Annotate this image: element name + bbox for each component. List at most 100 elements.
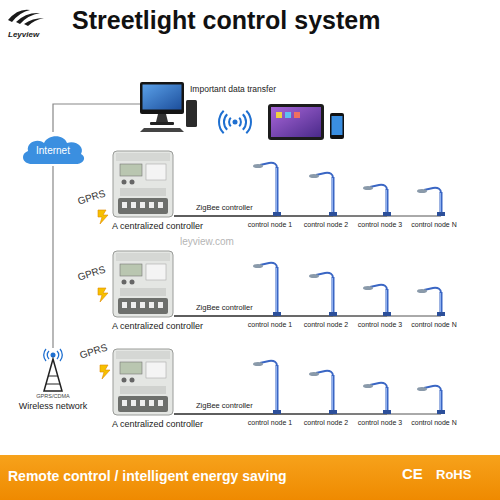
centralized-controller: A centralized controller <box>112 250 174 318</box>
gprs-label: GPRS <box>78 342 108 361</box>
graphic-part <box>332 177 335 216</box>
graphic-part <box>276 267 279 316</box>
node-caption: control node 1 <box>248 321 292 329</box>
graphic-part <box>116 153 170 161</box>
computer <box>140 82 197 132</box>
graphic-part <box>122 302 127 308</box>
controller-caption: A centralized controller <box>112 420 203 430</box>
graphic-part <box>98 288 108 302</box>
cloud-label: Internet <box>36 145 70 156</box>
graphic-part <box>122 280 127 285</box>
centralized-controller: A centralized controller <box>112 150 174 218</box>
graphic-part <box>120 288 166 296</box>
streetlight-node-shape <box>252 261 288 316</box>
graphic-part <box>437 410 445 414</box>
internet-cloud: Internet <box>18 132 88 166</box>
graphic-part <box>329 410 337 414</box>
graphic-part <box>149 400 154 406</box>
streetlight-node: control node 3 <box>362 381 398 414</box>
graphic-part <box>46 376 60 384</box>
network-link <box>52 166 53 348</box>
graphic-part <box>131 400 136 406</box>
zigbee-bus <box>174 216 441 217</box>
graphic-part <box>332 375 333 414</box>
node-caption: control node 2 <box>304 221 348 229</box>
graphic-part <box>253 164 263 168</box>
wireless-tower: GPRS/CDMAWireless network <box>36 348 70 392</box>
graphic-part <box>386 189 387 216</box>
graphic-part <box>309 274 319 278</box>
graphic-part <box>417 387 427 391</box>
streetlight-node-shape <box>416 286 452 316</box>
graphic-part <box>330 113 344 139</box>
tablet <box>268 104 324 140</box>
graphic-part <box>122 378 127 383</box>
graphic-part <box>417 289 427 293</box>
graphic-part <box>131 302 136 308</box>
graphic-part <box>149 302 154 308</box>
graphic-part <box>332 116 343 135</box>
graphic-part <box>120 264 142 276</box>
graphic-part <box>329 312 337 316</box>
node-caption: control node N <box>411 321 457 329</box>
graphic-part <box>113 349 173 415</box>
edge-label: ZigBee controller <box>194 402 255 410</box>
logo-bird <box>8 10 44 26</box>
streetlight-node: control node N <box>416 186 452 216</box>
graphic-part <box>120 362 142 374</box>
node-caption: control node 3 <box>358 321 402 329</box>
graphic-part <box>363 286 373 290</box>
graphic-part <box>276 365 279 414</box>
graphic-part <box>122 202 127 208</box>
phone <box>330 113 344 139</box>
internet-wire <box>53 104 140 132</box>
graphic-part <box>276 365 277 414</box>
graphic-part <box>120 164 142 176</box>
graphic-part <box>158 302 163 308</box>
streetlight-node-shape <box>416 186 452 216</box>
node-caption: control node N <box>411 419 457 427</box>
graphic-part <box>276 267 277 316</box>
graphic-part <box>130 378 135 383</box>
graphic-part <box>130 280 135 285</box>
graphic-part <box>276 167 277 216</box>
graphic-part <box>386 387 387 414</box>
graphic-part <box>309 174 319 178</box>
node-caption: control node N <box>411 221 457 229</box>
centralized-controller-shape <box>112 250 174 318</box>
graphic-part <box>332 375 335 414</box>
graphic-part <box>23 136 84 164</box>
graphic-part <box>229 118 231 126</box>
edge-label: ZigBee controller <box>194 304 255 312</box>
graphic-part <box>113 151 173 217</box>
graphic-part <box>243 114 246 130</box>
streetlight-node: control node N <box>416 384 452 414</box>
graphic-part <box>437 312 445 316</box>
streetlight-node-shape <box>308 271 344 316</box>
graphic-part <box>224 114 227 130</box>
ce-mark: CE <box>402 466 423 483</box>
streetlight-node: control node 1 <box>252 161 288 216</box>
centralized-controller-shape <box>112 150 174 218</box>
controller-caption: A centralized controller <box>112 322 203 332</box>
graphic-part <box>329 212 337 216</box>
streetlight-node-shape <box>252 161 288 216</box>
graphic-part <box>122 400 127 406</box>
graphic-part <box>383 312 391 316</box>
graphic-part <box>116 253 170 261</box>
graphic-part <box>271 107 321 137</box>
streetlight-node: control node 1 <box>252 261 288 316</box>
graphic-part <box>140 302 145 308</box>
network-type: GPRS/CDMA <box>36 393 69 399</box>
graphic-part <box>146 264 166 280</box>
node-caption: control node 2 <box>304 321 348 329</box>
graphic-part <box>158 202 163 208</box>
graphic-part <box>273 212 281 216</box>
centralized-controller: A centralized controller <box>112 348 174 416</box>
graphic-part <box>417 189 427 193</box>
gprs-label: GPRS <box>76 264 106 283</box>
slogan-text: Remote control / intelligent energy savi… <box>8 469 287 484</box>
graphic-part <box>140 82 184 114</box>
